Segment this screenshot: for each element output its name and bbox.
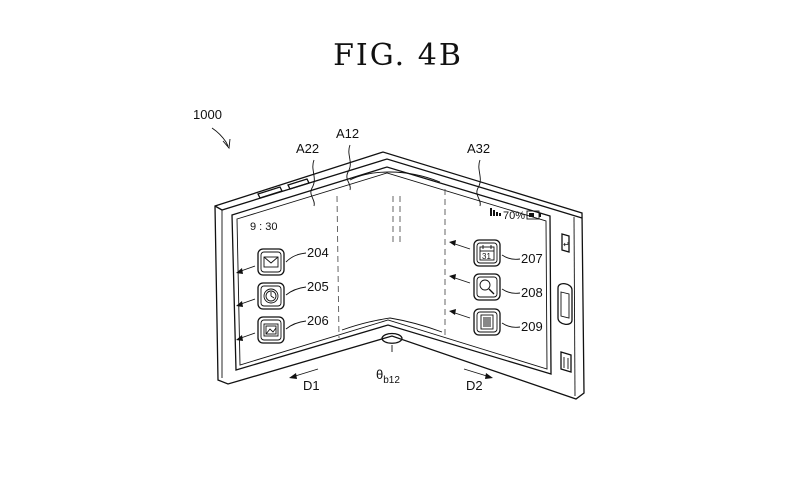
status-time: 9 : 30 [250,221,278,233]
ref-label-207: 207 [521,251,543,266]
battery-icon [526,210,541,220]
area-left-leader [310,159,315,207]
fold-boundary-left [336,195,340,339]
right-edge-thickness [573,216,576,397]
mail-icon [263,256,279,268]
home-button-inner [560,291,570,319]
ref-label-208: 208 [521,285,543,300]
ref-label-204: 204 [307,245,329,260]
icon-205 [257,282,285,310]
ref-209-leader [501,322,521,328]
area-right-leader [476,159,481,207]
icon-209 [473,308,501,336]
icon-208 [473,273,501,301]
area-label-right: A32 [467,141,490,156]
icon-206 [257,316,285,344]
device-reference-label: 1000 [193,107,222,122]
ref-label-206: 206 [307,313,329,328]
search-icon [479,279,495,295]
icon-204 [257,248,285,276]
direction-arrowhead-d1 [289,373,297,379]
area-label-middle: A12 [336,126,359,141]
figure-title: FIG. 4B [333,38,463,73]
signal-icon [490,208,501,216]
calendar-date: 31 [482,252,491,261]
hinge-bottom-curve [341,317,443,333]
move-arrowhead-207 [449,240,456,246]
foldable-device: ↵ [214,151,585,400]
move-arrowhead-206 [236,335,243,341]
angle-label: θb12 [376,367,400,386]
angle-symbol: θ [376,367,383,382]
device-reference-arrowhead [222,138,231,150]
gallery-icon [263,323,279,337]
icon-207: 31 [473,239,501,267]
display-panel [231,166,552,375]
home-button [557,283,573,325]
device-reference-leader [211,127,229,147]
angle-subscript: b12 [383,375,400,386]
ref-204-leader [285,252,307,263]
ref-label-209: 209 [521,319,543,334]
menu-button [560,351,572,373]
area-label-left: A22 [296,141,319,156]
move-arrowhead-209 [449,309,456,315]
power-button [287,178,310,190]
display-inner-border [236,172,548,370]
ref-208-leader [501,288,521,294]
ref-205-leader [285,286,307,296]
back-button [561,233,570,253]
ref-206-leader [285,320,307,330]
hinge-top-curve [349,171,441,183]
volume-button [257,186,283,199]
clock-icon [263,288,279,304]
battery-percent: 70% [503,210,525,222]
ref-label-205: 205 [307,279,329,294]
document-icon [480,314,494,330]
hinge-knob [381,332,403,344]
ref-207-leader [501,254,521,260]
device-casing [214,151,585,400]
direction-arrowhead-d2 [485,373,493,379]
move-arrowhead-204 [236,268,243,274]
direction-label-d2: D2 [466,378,483,393]
calendar-icon: 31 [479,245,495,261]
back-icon: ↵ [563,240,570,249]
menu-icon [563,357,569,369]
area-middle-leader [346,144,351,191]
move-arrowhead-208 [449,274,456,280]
move-arrowhead-205 [236,301,243,307]
direction-label-d1: D1 [303,378,320,393]
